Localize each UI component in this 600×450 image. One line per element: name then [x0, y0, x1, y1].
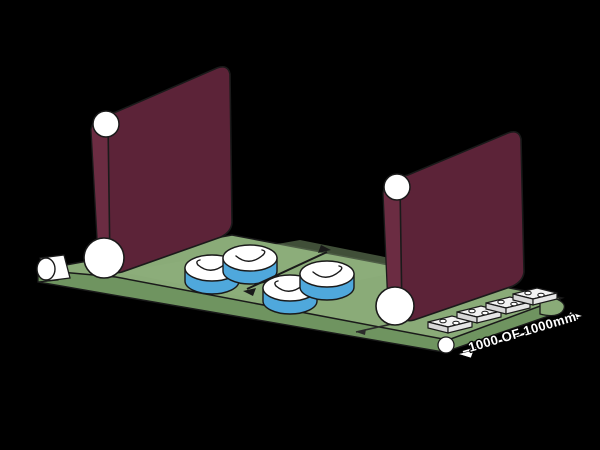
right-front-roller-cap	[437, 336, 455, 354]
left-panel	[83, 66, 233, 279]
block-1-dot-b	[452, 320, 460, 326]
dimension-arrow-head-left	[456, 349, 475, 359]
base-arrow-head	[356, 329, 366, 335]
dimension-arrow-head-right	[566, 311, 585, 321]
block-2-dot-a	[468, 308, 476, 314]
disc-4-hook-mark	[338, 265, 343, 272]
block-4-side	[532, 292, 558, 306]
disc-4-top	[299, 260, 355, 288]
disc-2-arc-mark	[235, 254, 264, 262]
left-tip-roller	[36, 254, 71, 282]
disc-arrow-line	[246, 251, 328, 290]
disc-4	[299, 260, 355, 301]
dimension-arrow-line	[462, 317, 579, 353]
block-3-dot-a	[497, 299, 505, 305]
right-panel-top-roller	[383, 173, 411, 201]
right-front-roller	[437, 336, 455, 354]
block-2-side	[476, 310, 502, 324]
left-tip-roller-cap	[36, 257, 56, 281]
block-3-dot-b	[510, 301, 518, 307]
disc-diagonal-arrow	[243, 245, 331, 296]
disc-arrow-head-right	[318, 245, 331, 253]
disc-4-arc-mark	[312, 270, 341, 278]
disc-arrow-head-left	[243, 288, 256, 296]
block-1-dot-a	[439, 318, 447, 324]
disc-1-hook-mark	[196, 259, 201, 266]
left-panel-bottom-roller	[83, 237, 125, 279]
right-panel	[375, 131, 525, 326]
block-4	[512, 287, 558, 306]
disc-3-hook-mark	[274, 280, 279, 287]
block-4-dot-a	[524, 290, 532, 296]
disc-2-top	[222, 244, 278, 272]
disc-2-hook-mark	[261, 249, 266, 256]
left-panel-top-roller	[92, 110, 120, 138]
block-2-dot-b	[481, 310, 489, 316]
disc-2	[222, 244, 278, 285]
block-4-dot-b	[537, 292, 545, 298]
right-panel-bottom-roller	[375, 286, 415, 326]
block-1-side	[447, 320, 473, 334]
block-3-side	[505, 301, 531, 315]
